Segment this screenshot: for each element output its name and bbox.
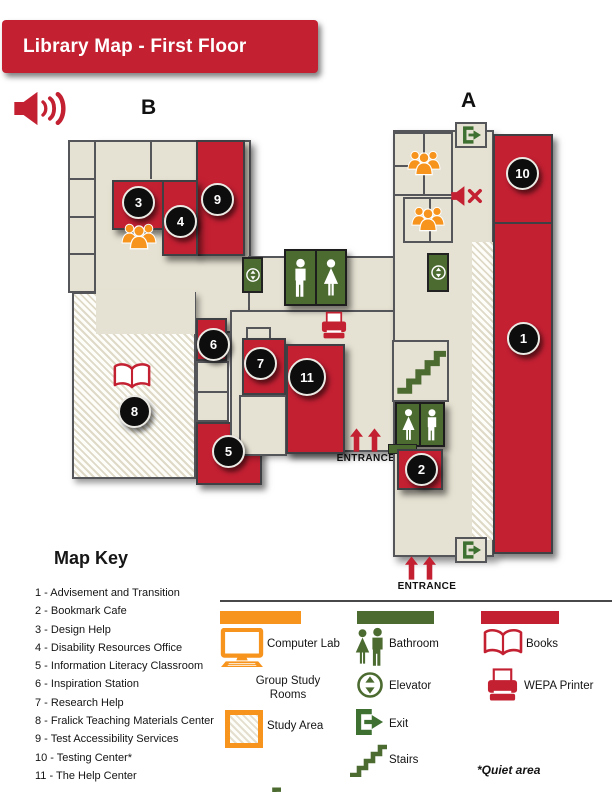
map-key-item: 6 - Inspiration Station [35,678,139,691]
map-key-item: 8 - Fralick Teaching Materials Center [35,715,214,728]
map-key-item: 11 - The Help Center [35,769,137,782]
a-study-strip [472,242,493,540]
map-key-item: 9 - Test Accessibility Services [35,733,179,746]
man-icon [369,627,386,667]
map-key-list: 1 - Advisement and Transition 2 - Bookma… [35,584,214,785]
elevator-icon [430,264,447,281]
elevator-a [427,253,449,292]
exit-icon [460,540,482,560]
speaker-icon [12,90,74,127]
stairs-icon [349,743,387,777]
small-room [70,142,94,180]
legend-exit: Exit [389,718,409,730]
small-room [70,255,94,291]
woman-icon [321,258,341,298]
exit-icon [460,125,482,145]
group-study-icon [406,148,442,177]
section-label-a: A [461,89,477,112]
rooms-10-and-1 [493,134,553,554]
map-key-item: 1 - Advisement and Transition [35,587,180,599]
bathroom-a [395,402,445,447]
elevator-icon [355,670,385,700]
woman-icon [400,408,417,442]
entrance-label-bottom: ENTRANCE [397,581,457,592]
map-key-item: 2 - Bookmark Cafe [35,605,127,618]
map-key-item: 7 - Research Help [35,696,124,709]
map-key-title: Map Key [54,548,129,568]
bathroom-mid [284,249,347,306]
entrance-arrow-icon [350,428,363,452]
room-marker-4: 4 [164,205,197,238]
room-marker-11: 11 [288,358,326,396]
legend-stairs: Stairs [389,754,419,766]
room-marker-2: 2 [405,453,438,486]
man-icon [425,408,439,442]
title-banner: Library Map - First Floor [2,20,318,73]
stairs-icon [396,346,446,396]
stairwell-b [239,395,287,456]
small-room [198,363,227,393]
b-floor-patch [96,290,195,334]
entrance-label-mid: ENTRANCE [336,453,396,464]
legend-elevator: Elevator [389,680,432,692]
legend-wepa-printer: WEPA Printer [524,680,594,692]
man-icon [292,258,309,298]
page-title: Library Map - First Floor [23,35,247,57]
legend-books: Books [526,638,558,650]
exit-box-top [455,122,487,148]
section-label-b: B [141,96,157,119]
exit-box-bottom [455,537,487,563]
room-marker-5: 5 [212,435,245,468]
room-marker-6: 6 [197,328,230,361]
room-marker-3: 3 [122,186,155,219]
wepa-printer-icon [320,311,348,340]
legend-bar-green [357,611,434,624]
womens-room [316,251,345,304]
b-small-rooms [196,361,229,422]
room-marker-7: 7 [244,347,277,380]
legend-divider [220,600,612,602]
room-marker-8: 8 [118,395,151,428]
map-key-item: 5 - Information Literacy Classroom [35,660,204,673]
entrance-arrow-icon [423,556,436,580]
womens-room [397,404,419,445]
b-left-rooms [68,140,96,293]
legend-quiet-note: *Quiet area [477,763,541,777]
small-room [198,393,227,421]
small-room [70,218,94,256]
legend-computer-lab: Computer Lab [267,638,340,650]
legend-study-area: Study Area [267,720,324,732]
books-icon [112,362,152,393]
legend-bar-orange [220,611,301,624]
quiet-speaker-muted-icon [450,184,488,208]
exit-icon [352,706,384,738]
entrance-arrow-icon [368,428,381,452]
map-key-item: 10 - Testing Center* [35,751,133,764]
room-marker-10: 10 [506,157,539,190]
room-marker-1: 1 [507,322,540,355]
wepa-printer-icon [486,667,519,703]
elevator-mid [242,257,263,293]
entrance-arrow-icon [405,556,418,580]
legend-bar-red [481,611,559,624]
mens-room [421,404,443,445]
computer-lab-icon [220,628,264,668]
room-divider [495,222,551,224]
small-room [70,180,94,218]
group-study-icon [410,204,446,233]
legend-bathroom: Bathroom [389,638,439,650]
map-key-item: 3 - Design Help [35,623,111,636]
elevator-icon [245,267,261,283]
b-wall [150,141,152,179]
mens-room [286,251,315,304]
room-marker-9: 9 [201,183,234,216]
legend-group-study-rooms: Group Study Rooms [255,675,321,701]
books-icon [482,628,524,660]
map-key-item: 4 - Disability Resources Office [35,641,183,654]
study-area-swatch [225,710,263,748]
group-study-icon [120,221,158,251]
